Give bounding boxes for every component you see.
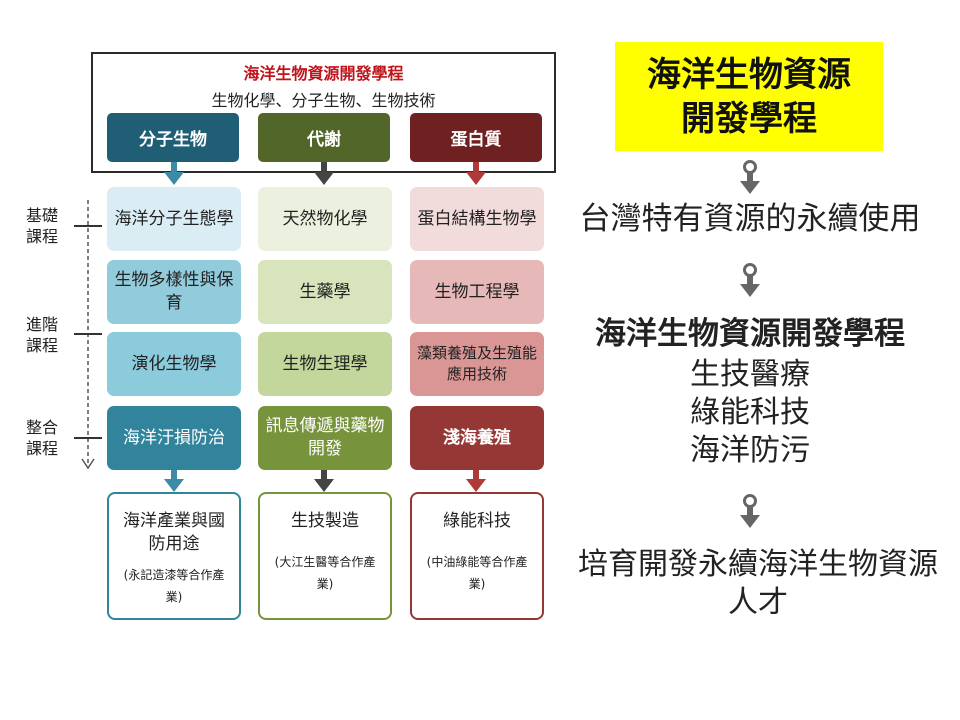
course-bioengineering: 生物工程學 xyxy=(410,260,544,324)
course-natural-product-chemistry: 天然物化學 xyxy=(258,187,392,251)
field-antifouling: 海洋防污 xyxy=(690,433,810,468)
head-arrow-protein xyxy=(466,162,486,185)
head-arrow-metabolism xyxy=(314,162,334,185)
column-head-protein: 蛋白質 xyxy=(410,113,542,162)
outcome-marine-industry: 海洋產業與國防用途 (永記造漆等合作產業) xyxy=(107,492,241,620)
right-title-box: 海洋生物資源開發學程 xyxy=(615,42,883,151)
course-algae-aquaculture: 藻類養殖及生殖能應用技術 xyxy=(410,332,544,396)
outcome-note: (永記造漆等合作產業) xyxy=(123,568,225,604)
program-subtitle: 生物化學、分子生物、生物技術 xyxy=(211,91,436,110)
timeline-arrowhead xyxy=(81,458,95,470)
course-signaling-drug-development: 訊息傳遞與藥物開發 xyxy=(258,406,392,470)
application-fields: 生技醫療 綠能科技 海洋防污 xyxy=(600,356,900,470)
course-biodiversity-conservation: 生物多樣性與保育 xyxy=(107,260,241,324)
field-biomedical: 生技醫療 xyxy=(690,357,810,392)
course-marine-fouling-prevention: 海洋汙損防治 xyxy=(107,406,241,470)
outcome-arrow-protein xyxy=(466,470,486,492)
course-pharmacognosy: 生藥學 xyxy=(258,260,392,324)
outcome-green-energy: 綠能科技 (中油綠能等合作產業) xyxy=(410,492,544,620)
outcome-note: (中油綠能等合作產業) xyxy=(426,555,528,591)
outcome-title: 綠能科技 xyxy=(443,511,511,531)
outcome-arrow-molecular xyxy=(164,470,184,492)
outcome-title: 海洋產業與國防用途 xyxy=(123,511,225,554)
course-marine-molecular-ecology: 海洋分子生態學 xyxy=(107,187,241,251)
outcome-note: (大江生醫等合作產業) xyxy=(274,555,376,591)
talent-cultivation-text: 培育開發永續海洋生物資源人才 xyxy=(578,547,938,620)
right-title: 海洋生物資源開發學程 xyxy=(647,54,851,139)
course-evolutionary-biology: 演化生物學 xyxy=(107,332,241,396)
head-arrow-molecular xyxy=(164,162,184,185)
field-green-energy: 綠能科技 xyxy=(690,395,810,430)
flow-arrow-icon-3 xyxy=(740,494,760,528)
course-biophysiology: 生物生理學 xyxy=(258,332,392,396)
outcome-arrow-metabolism xyxy=(314,470,334,492)
flow-arrow-icon-1 xyxy=(740,160,760,194)
sustainable-use-text: 台灣特有資源的永續使用 xyxy=(579,201,921,237)
course-structural-biology: 蛋白結構生物學 xyxy=(410,187,544,251)
flow-arrow-icon-2 xyxy=(740,263,760,297)
outcome-title: 生技製造 xyxy=(291,511,359,531)
column-head-molecular: 分子生物 xyxy=(107,113,239,162)
level-integrated: 整合 課程 xyxy=(25,418,58,458)
level-basic: 基礎 課程 xyxy=(25,206,58,246)
program-title: 海洋生物資源開發學程 xyxy=(243,64,404,83)
program-heading-text: 海洋生物資源開發學程 xyxy=(595,316,905,352)
column-head-metabolism: 代謝 xyxy=(258,113,390,162)
outcome-biotech-manufacturing: 生技製造 (大江生醫等合作產業) xyxy=(258,492,392,620)
level-advanced: 進階 課程 xyxy=(25,315,58,355)
course-shallow-sea-aquaculture: 淺海養殖 xyxy=(410,406,544,470)
